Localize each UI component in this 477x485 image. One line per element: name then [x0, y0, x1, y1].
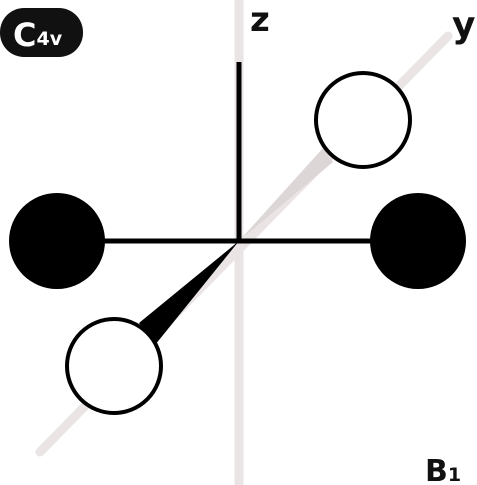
bond-wedge-back — [239, 148, 333, 241]
point-group-subscript: 4v — [36, 28, 62, 50]
lobe-upper-right-open — [314, 71, 412, 169]
y-axis-label: y — [452, 5, 475, 46]
bond-wedge-front — [139, 241, 239, 345]
representation-subscript: 1 — [448, 464, 461, 485]
lobe-lower-left-open — [65, 317, 163, 415]
z-axis-label: z — [250, 0, 270, 40]
representation-label: B1 — [425, 454, 461, 485]
lobe-left-filled — [9, 193, 105, 289]
lobe-right-filled — [370, 193, 466, 289]
point-group-badge — [0, 8, 83, 57]
point-group-label: C4v — [13, 16, 63, 54]
point-group-symbol: C — [13, 16, 36, 54]
representation-symbol: B — [425, 454, 448, 485]
